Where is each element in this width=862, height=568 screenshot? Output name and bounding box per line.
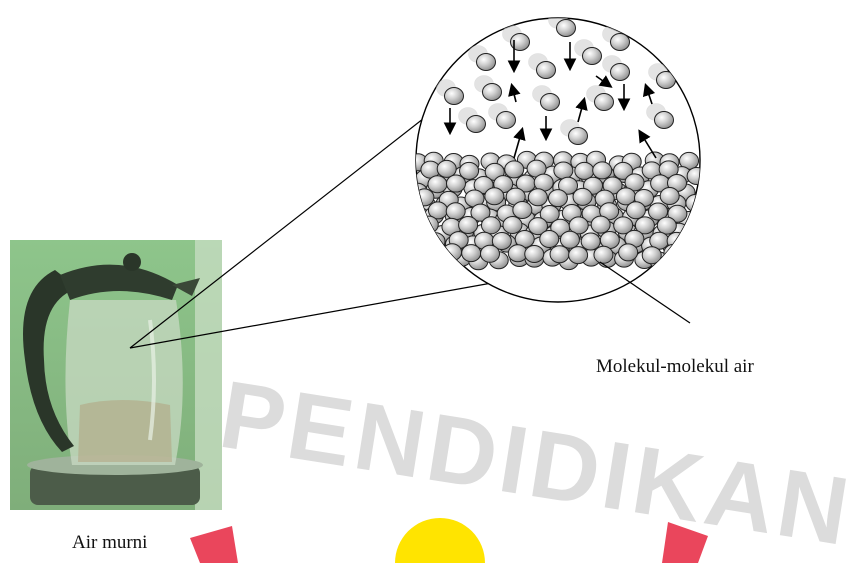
water-molecule bbox=[446, 175, 465, 192]
water-molecule bbox=[550, 246, 569, 263]
water-molecule bbox=[428, 176, 447, 193]
water-molecule bbox=[503, 217, 522, 234]
water-molecule bbox=[557, 20, 576, 37]
water-molecule bbox=[426, 233, 445, 250]
pure-water-label: Air murni bbox=[72, 532, 147, 554]
kettle-photo bbox=[10, 240, 222, 510]
water-molecule bbox=[415, 189, 434, 206]
water-molecule bbox=[575, 162, 594, 179]
water-molecule bbox=[537, 62, 556, 79]
water-molecule bbox=[626, 202, 645, 219]
water-molecule bbox=[443, 244, 462, 261]
water-molecule bbox=[419, 216, 438, 233]
water-molecule bbox=[560, 231, 579, 248]
water-molecule bbox=[467, 116, 486, 133]
water-molecule bbox=[437, 160, 456, 177]
zoom-line-top bbox=[130, 115, 428, 348]
water-molecule bbox=[657, 217, 676, 234]
water-molecule bbox=[406, 237, 425, 254]
water-molecule bbox=[591, 216, 610, 233]
water-molecule bbox=[655, 112, 674, 129]
water-molecule bbox=[554, 162, 573, 179]
water-molecule bbox=[581, 233, 600, 250]
water-molecule bbox=[548, 190, 567, 207]
water-molecule bbox=[417, 250, 436, 267]
water-molecule bbox=[676, 236, 695, 253]
water-molecule bbox=[595, 94, 614, 111]
water-molecule bbox=[594, 246, 613, 263]
water-molecule bbox=[690, 225, 709, 242]
water-molecule bbox=[483, 84, 502, 101]
water-molecule bbox=[528, 189, 547, 206]
water-molecule bbox=[619, 244, 638, 261]
water-molecule bbox=[485, 188, 504, 205]
water-molecule bbox=[569, 247, 588, 264]
water-molecule bbox=[569, 128, 588, 145]
water-molecule bbox=[505, 161, 524, 178]
water-molecule bbox=[611, 34, 630, 51]
water-molecule bbox=[672, 254, 691, 271]
water-molecule bbox=[513, 202, 532, 219]
water-molecule bbox=[593, 162, 612, 179]
water-molecule bbox=[664, 244, 683, 261]
water-molecule bbox=[525, 245, 544, 262]
water-molecule bbox=[445, 88, 464, 105]
water-molecule bbox=[481, 245, 500, 262]
water-molecule bbox=[573, 188, 592, 205]
water-molecule bbox=[541, 94, 560, 111]
molecules-label: Molekul-molekul air bbox=[596, 356, 754, 378]
water-molecule bbox=[657, 72, 676, 89]
water-molecule bbox=[583, 48, 602, 65]
water-molecule bbox=[477, 54, 496, 71]
water-molecule bbox=[687, 254, 706, 271]
water-molecule bbox=[462, 245, 481, 262]
water-molecule bbox=[446, 203, 465, 220]
water-molecule bbox=[687, 167, 706, 184]
water-molecule bbox=[611, 64, 630, 81]
water-molecule bbox=[459, 216, 478, 233]
water-molecule bbox=[540, 231, 559, 248]
water-molecule bbox=[497, 112, 516, 129]
water-molecule bbox=[660, 188, 679, 205]
water-molecule bbox=[481, 217, 500, 234]
water-molecule bbox=[415, 245, 434, 262]
